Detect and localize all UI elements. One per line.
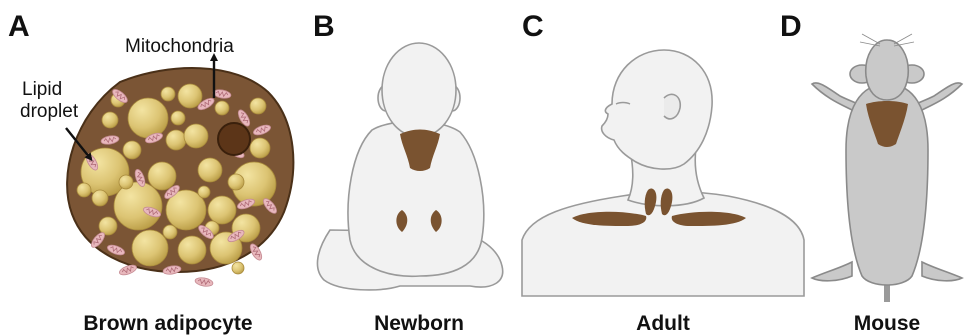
panel-c-caption: Adult (636, 312, 690, 335)
lipid-droplet (77, 183, 91, 197)
lipid-label-line1: Lipid (22, 79, 62, 100)
lipid-droplet (161, 87, 175, 101)
lipid-droplet (119, 175, 133, 189)
lipid-droplet (198, 158, 222, 182)
panel-d-caption: Mouse (854, 312, 921, 335)
lipid-label-line2: droplet (20, 101, 79, 122)
lipid-droplet (171, 111, 185, 125)
panel-b: B Newborn (313, 10, 503, 335)
lipid-droplet (232, 262, 244, 274)
lipid-droplet (228, 174, 244, 190)
panel-d-letter: D (780, 10, 802, 43)
mitochondria-label: Mitochondria (125, 36, 234, 57)
panel-c-letter: C (522, 10, 544, 43)
lipid-droplet (102, 112, 118, 128)
lipid-droplet (123, 141, 141, 159)
panel-a: A Lipid droplet Mitochondria Brown adipo… (8, 10, 293, 335)
lipid-droplet (208, 196, 236, 224)
lipid-droplet (198, 186, 210, 198)
panel-b-caption: Newborn (374, 312, 464, 335)
mitochondrion (194, 276, 213, 287)
lipid-droplet (92, 190, 108, 206)
lipid-droplet (250, 138, 270, 158)
lipid-droplet (166, 130, 186, 150)
lipid-droplet (148, 162, 176, 190)
lipid-droplet (128, 98, 168, 138)
panel-b-letter: B (313, 10, 335, 43)
lipid-droplet (132, 230, 168, 266)
panel-d: D Mouse (780, 10, 962, 335)
lipid-droplet (215, 101, 229, 115)
lipid-droplet (114, 182, 162, 230)
panel-a-caption: Brown adipocyte (83, 312, 252, 335)
lipid-droplet (163, 225, 177, 239)
lipid-droplet (178, 236, 206, 264)
panel-c: C Adult (522, 10, 804, 335)
lipid-droplet (250, 98, 266, 114)
mouse-silhouette (812, 40, 962, 302)
lipid-droplet (184, 124, 208, 148)
adult-silhouette (522, 50, 804, 296)
lipid-droplet (178, 84, 202, 108)
panel-a-letter: A (8, 10, 30, 43)
nucleus (218, 123, 250, 155)
